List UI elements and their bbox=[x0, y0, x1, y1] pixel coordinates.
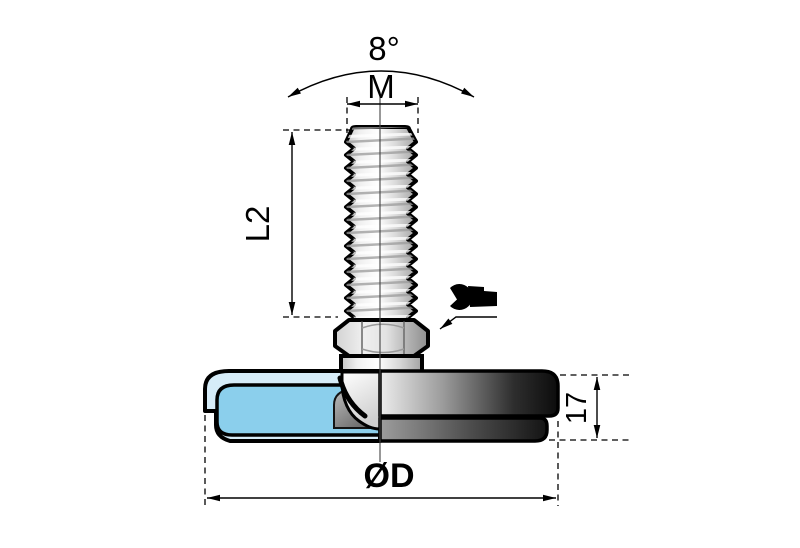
wrench-icon bbox=[450, 283, 497, 310]
base-height-dimension: 17 bbox=[549, 374, 629, 441]
thread-length-label: L2 bbox=[239, 206, 276, 243]
base-external-pad bbox=[378, 416, 549, 443]
wrench-leader-arrow bbox=[439, 316, 497, 330]
thread-length-dimension: L2 bbox=[239, 129, 356, 318]
thread-size-dimension: M bbox=[346, 68, 419, 133]
tilt-angle-label: 8° bbox=[368, 30, 400, 67]
base-diameter-label: ØD bbox=[364, 457, 415, 495]
thread-size-label: M bbox=[367, 68, 395, 105]
base-height-label: 17 bbox=[561, 392, 593, 424]
thread-shading bbox=[346, 127, 416, 320]
hex-nut bbox=[333, 318, 430, 358]
base-external bbox=[378, 369, 560, 443]
threaded-stud bbox=[344, 125, 418, 322]
base-diameter-dimension: ØD bbox=[204, 415, 559, 506]
base-external-cap bbox=[378, 369, 560, 418]
cap-lip-seam bbox=[337, 375, 368, 419]
base-cross-section bbox=[203, 369, 382, 443]
tilt-angle-dimension: 8° bbox=[287, 30, 475, 98]
